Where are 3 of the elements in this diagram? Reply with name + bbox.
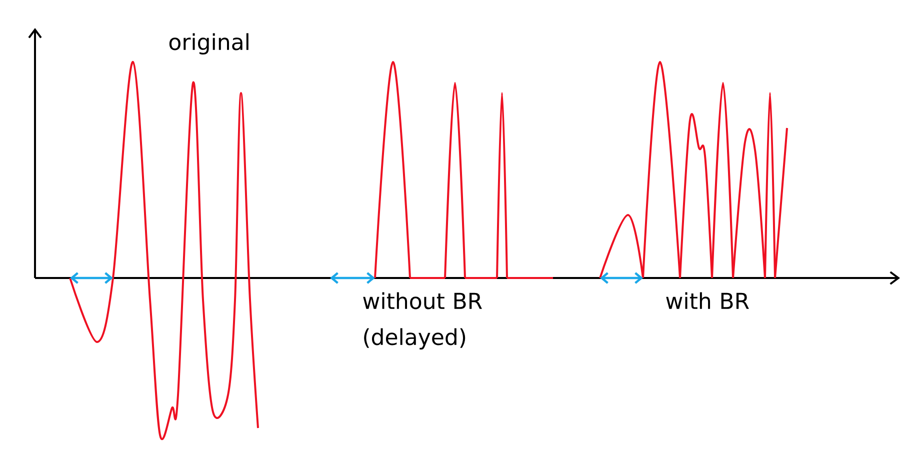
curve-label: original: [169, 33, 248, 54]
curve-label: with BR: [666, 292, 749, 309]
curve-label: without BR (delayed): [363, 292, 482, 350]
